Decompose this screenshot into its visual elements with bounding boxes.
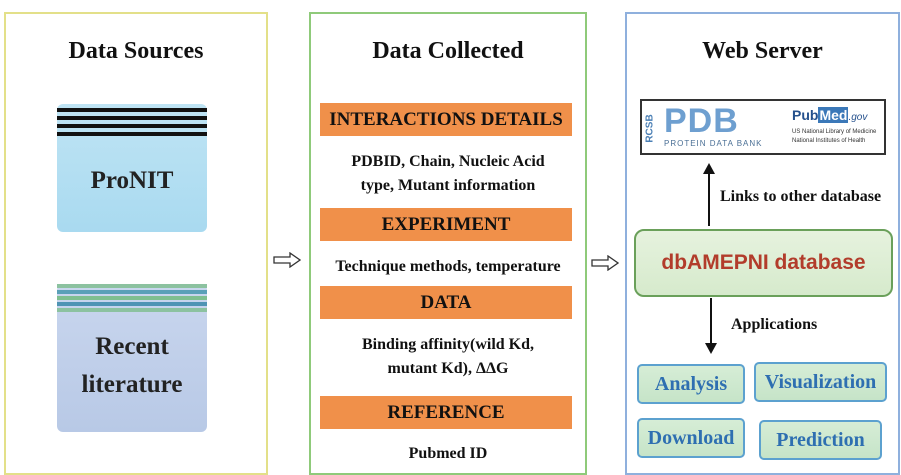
data-sources-title: Data Sources xyxy=(68,38,204,64)
reference-header: REFERENCE xyxy=(320,396,572,429)
right-arrow-icon xyxy=(273,252,301,268)
interactions-details-text-1: PDBID, Chain, Nucleic Acid xyxy=(351,153,545,170)
download-button[interactable]: Download xyxy=(637,418,745,458)
applications-label: Applications xyxy=(731,316,818,333)
data-sources-panel: Data Sources xyxy=(4,12,268,475)
interactions-details-text-2: type, Mutant information xyxy=(360,177,536,194)
pubmed-caption-2: National Institutes of Health xyxy=(792,138,866,144)
links-label: Links to other database xyxy=(720,188,882,205)
prediction-button[interactable]: Prediction xyxy=(759,420,882,460)
web-server-panel: Web Server xyxy=(625,12,900,475)
recent-label-line2: literature xyxy=(81,371,183,398)
rcsb-logo: RCSB xyxy=(644,114,656,143)
external-databases-logos: RCSB PDB PROTEIN DATA BANK PubMed.gov US… xyxy=(640,99,886,155)
pubmed-logo: PubMed.gov xyxy=(792,107,868,123)
data-text-2: mutant Kd), ΔΔG xyxy=(387,360,509,377)
cylinder-stripe xyxy=(57,116,207,120)
interactions-details-header: INTERACTIONS DETAILS xyxy=(320,103,572,136)
data-header: DATA xyxy=(320,286,572,319)
cylinder-stripe xyxy=(57,302,207,306)
pubmed-caption-1: US National Library of Medicine xyxy=(792,129,877,135)
dbamepni-database-box: dbAMEPNI database xyxy=(634,229,893,297)
reference-text: Pubmed ID xyxy=(408,445,488,462)
pdb-subtitle: PROTEIN DATA BANK xyxy=(664,139,763,148)
recent-label-line1: Recent xyxy=(95,333,169,360)
cylinder-stripe xyxy=(57,124,207,128)
experiment-header: EXPERIMENT xyxy=(320,208,572,241)
recent-literature-cylinder: Recent literature xyxy=(57,284,207,432)
pronit-label: ProNIT xyxy=(90,167,174,194)
down-arrow-icon xyxy=(705,298,717,354)
pronit-cylinder: ProNIT xyxy=(57,104,207,232)
visualization-button[interactable]: Visualization xyxy=(754,362,887,402)
up-arrow-icon xyxy=(703,163,715,226)
cylinder-stripe xyxy=(57,108,207,112)
pdb-logo: PDB xyxy=(664,102,739,140)
analysis-button[interactable]: Analysis xyxy=(637,364,745,404)
right-arrow-icon xyxy=(591,255,619,271)
web-server-title: Web Server xyxy=(702,38,823,64)
cylinder-stripe xyxy=(57,296,207,300)
data-text-1: Binding affinity(wild Kd, xyxy=(361,336,535,353)
data-collected-panel: Data Collected xyxy=(309,12,587,475)
cylinder-stripe xyxy=(57,284,207,288)
cylinder-stripe xyxy=(57,290,207,294)
cylinder-stripe xyxy=(57,132,207,136)
cylinder-stripe xyxy=(57,308,207,312)
data-collected-title: Data Collected xyxy=(372,38,524,64)
experiment-text: Technique methods, temperature xyxy=(335,258,561,275)
